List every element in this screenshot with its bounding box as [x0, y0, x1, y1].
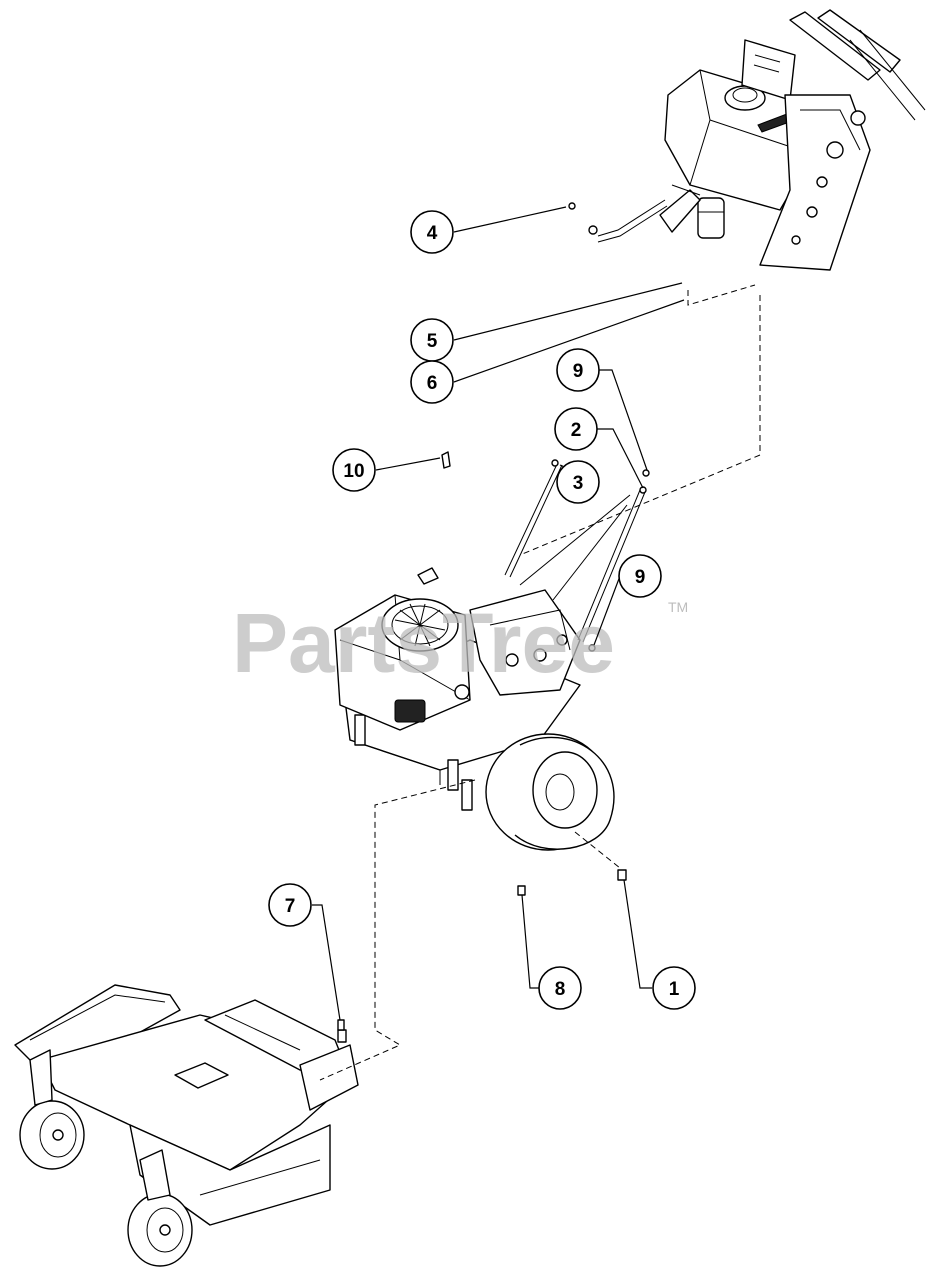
- callout-label: 7: [285, 896, 296, 917]
- watermark: PartsTree TM: [232, 596, 688, 690]
- callout-label: 1: [669, 979, 680, 1000]
- callout-2[interactable]: 2: [554, 407, 598, 451]
- handle-assembly-icon: [568, 9, 926, 271]
- callout-label: 8: [555, 979, 566, 1000]
- engine-chassis-icon: [334, 451, 650, 896]
- callout-label: 9: [635, 567, 646, 588]
- callout-3[interactable]: 3: [556, 460, 600, 504]
- callout-8[interactable]: 8: [538, 966, 582, 1010]
- callout-label: 5: [427, 331, 438, 352]
- callout-9-lower[interactable]: 9: [618, 554, 662, 598]
- callout-7[interactable]: 7: [268, 883, 312, 927]
- callout-label: 6: [427, 373, 438, 394]
- callout-label: 3: [573, 473, 584, 494]
- callout-label: 2: [571, 420, 582, 441]
- callout-5[interactable]: 5: [410, 318, 454, 362]
- watermark-text: PartsTree: [232, 596, 615, 690]
- callout-10[interactable]: 10: [332, 448, 376, 492]
- callout-4[interactable]: 4: [410, 210, 454, 254]
- assembly-lines: [319, 284, 761, 1081]
- callout-1[interactable]: 1: [652, 966, 696, 1010]
- mower-deck-icon: [14, 984, 359, 1267]
- callout-label: 4: [427, 223, 438, 244]
- callout-label: 9: [573, 361, 584, 382]
- watermark-trademark: TM: [668, 599, 688, 615]
- callout-9-upper[interactable]: 9: [556, 348, 600, 392]
- callout-6[interactable]: 6: [410, 360, 454, 404]
- leader-lines: [312, 206, 685, 1021]
- callout-label: 10: [343, 461, 364, 482]
